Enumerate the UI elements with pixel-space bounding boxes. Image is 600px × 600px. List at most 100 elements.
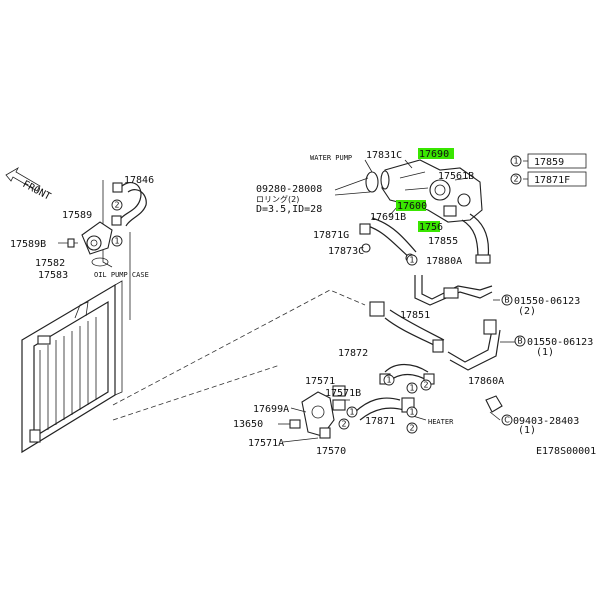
- legend-code: 17859: [534, 157, 564, 168]
- part-label-17860a: 17860A: [468, 376, 504, 387]
- part-label-b1-qty: (2): [518, 306, 536, 317]
- part-label-17831c: 17831C: [366, 150, 402, 161]
- part-label-b2-qty: (1): [536, 347, 554, 358]
- marker-b: B: [501, 294, 513, 306]
- part-label-17846: 17846: [124, 175, 154, 186]
- leader-line: [454, 177, 469, 181]
- svg-text:C: C: [504, 416, 510, 425]
- marker-circle: 2: [406, 422, 418, 434]
- part-label-17571b: 17571B: [325, 388, 361, 399]
- part-label-c-code: 09403-28403: [513, 416, 579, 427]
- marker-circle: 1: [111, 235, 123, 247]
- svg-text:2: 2: [423, 381, 428, 390]
- svg-text:1: 1: [409, 256, 414, 265]
- radiator-drawing: [21, 280, 123, 454]
- leader-line: [364, 159, 373, 173]
- part-label-17589b: 17589B: [10, 239, 46, 250]
- pipe-17880A: [414, 275, 493, 306]
- leader-line: [282, 437, 319, 443]
- part-label-17600: 17600: [397, 201, 427, 212]
- svg-text:1: 1: [409, 384, 414, 393]
- part-label-17561b: 17561B: [438, 171, 474, 182]
- part-label-17691b: 17691B: [370, 212, 406, 223]
- legend: 1 2 17859 17871F: [510, 153, 587, 187]
- part-label-c-qty: (1): [518, 425, 536, 436]
- front-arrow-icon: [5, 166, 41, 192]
- front-label: FRONT: [21, 179, 53, 203]
- hose-17846: [111, 182, 147, 227]
- svg-text:B: B: [517, 337, 523, 346]
- leader-line: [412, 415, 427, 421]
- legend-marker: 1: [510, 155, 522, 167]
- part-label-17871: 17871: [365, 416, 395, 427]
- marker-circle: 2: [338, 418, 350, 430]
- part-label-oil-pump-case: OIL PUMP CASE: [94, 271, 149, 279]
- highlight-1756: [418, 221, 440, 232]
- svg-text:1: 1: [114, 237, 119, 246]
- water-outlet-17570: [301, 385, 346, 439]
- highlight-17600: [396, 200, 426, 211]
- marker-circle: 2: [111, 199, 123, 211]
- marker-b: B: [514, 335, 526, 347]
- clip-icon: [485, 395, 503, 421]
- svg-text:2: 2: [114, 201, 119, 210]
- figure-id: E178S00001: [536, 446, 596, 457]
- svg-text:1: 1: [409, 408, 414, 417]
- svg-text:2: 2: [341, 420, 346, 429]
- leader-line: [404, 159, 413, 169]
- part-label-17873c: 17873C: [328, 246, 364, 257]
- svg-text:1: 1: [349, 408, 354, 417]
- thermostat-housing-assembly: [365, 159, 483, 223]
- marker-circle: 1: [346, 406, 358, 418]
- part-label-b1-code: 01550-06123: [514, 296, 580, 307]
- part-label-heater: HEATER: [428, 418, 454, 426]
- part-label-17880a: 17880A: [426, 256, 462, 267]
- legend-code: 17871F: [534, 175, 570, 186]
- svg-text:2: 2: [409, 424, 414, 433]
- radiator-cap-icon: [37, 335, 51, 345]
- hose-17873C: [359, 217, 417, 263]
- part-label-09280: 09280-28008: [256, 184, 322, 195]
- guide-line: [112, 364, 281, 421]
- marker-circle: 1: [406, 406, 418, 418]
- part-label-17690: 17690: [419, 149, 449, 160]
- part-label-17699a: 17699A: [253, 404, 289, 415]
- part-label-17871g: 17871G: [313, 230, 349, 241]
- svg-text:1: 1: [386, 376, 391, 385]
- marker-c: C: [501, 414, 513, 426]
- leader-line: [334, 177, 371, 196]
- part-label-17582: 17582: [35, 258, 65, 269]
- hose-17855: [461, 213, 491, 264]
- svg-text:B: B: [504, 296, 510, 305]
- marker-circle: 1: [406, 254, 418, 266]
- svg-text:1: 1: [513, 157, 518, 166]
- part-label-17851: 17851: [400, 310, 430, 321]
- inlet-pipe-17589: [81, 221, 113, 267]
- part-label-water-pump: WATER PUMP: [310, 154, 352, 162]
- marker-circle: 1: [383, 374, 395, 386]
- legend-marker: 2: [510, 173, 522, 185]
- part-label-17571: 17571: [305, 376, 335, 387]
- part-label-17570: 17570: [316, 446, 346, 457]
- part-label-17571a: 17571A: [248, 438, 284, 449]
- marker-circle: 2: [420, 379, 432, 391]
- bolt-17589B-icon: [58, 238, 78, 248]
- part-label-17872: 17872: [338, 348, 368, 359]
- part-label-17583: 17583: [38, 270, 68, 281]
- marker-circle: 1: [406, 382, 418, 394]
- leader-line: [290, 407, 307, 413]
- highlight-17690: [418, 148, 454, 159]
- part-label-13650: 13650: [233, 419, 263, 430]
- part-label-dim: D=3.5,ID=28: [256, 204, 322, 215]
- svg-text:2: 2: [513, 175, 518, 184]
- guide-line: [112, 289, 366, 406]
- part-label-17855: 17855: [428, 236, 458, 247]
- hose-17871: [354, 397, 415, 421]
- part-label-1756: 1756: [419, 222, 443, 233]
- part-label-b2-code: 01550-06123: [527, 337, 593, 348]
- part-label-oring: ロリング(2): [256, 194, 299, 204]
- hose-17851: [369, 301, 445, 353]
- part-label-17589: 17589: [62, 210, 92, 221]
